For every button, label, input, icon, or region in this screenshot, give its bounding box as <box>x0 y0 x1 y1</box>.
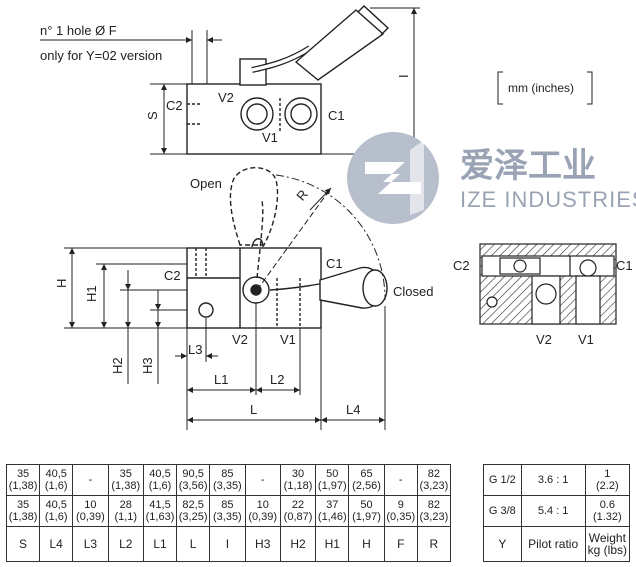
dim-i-label: I <box>396 74 411 78</box>
front-port-v1: V1 <box>280 332 296 347</box>
table-cell: 10(0,39) <box>244 495 281 527</box>
table-cell: 41,5(1,63) <box>142 495 178 527</box>
front-port-c1: C1 <box>326 256 343 271</box>
section-port-v1: V1 <box>578 332 594 347</box>
table-cell-pilot: 5.4 : 1 <box>520 495 586 527</box>
table-cell: 40,5(1,6) <box>39 495 74 527</box>
units-note: mm (inches) <box>508 81 574 95</box>
table-header: F <box>383 526 418 562</box>
technical-drawing: n° 1 hole Ø F only for Y=02 version S C2… <box>40 5 636 430</box>
table-header: H3 <box>244 526 281 562</box>
table-header: L1 <box>142 526 178 562</box>
front-view <box>186 166 388 329</box>
table-cell-weight: 0.6(1.32) <box>584 495 631 527</box>
table-header: I <box>209 526 246 562</box>
dim-l1-label: L1 <box>214 372 228 387</box>
table-cell-y: G 3/8 <box>483 495 522 527</box>
dim-h1-label: H1 <box>84 285 99 302</box>
top-port-c1: C1 <box>328 108 345 123</box>
table-cell: 40,5(1,6) <box>142 464 178 496</box>
table-row: 35(1,38)40,5(1,6)10(0,39)28(1,1)41,5(1,6… <box>5 495 631 527</box>
table-header: L <box>176 526 211 562</box>
dim-l4-label: L4 <box>346 402 360 417</box>
table-cell: 90,5(3,56) <box>176 464 211 496</box>
table-header: S <box>5 526 41 562</box>
hole-note-line1: n° 1 hole Ø F <box>40 23 117 38</box>
dim-l-label: L <box>250 402 257 417</box>
table-header: R <box>416 526 451 562</box>
table-cell: 82(3,23) <box>416 495 451 527</box>
table-cell: 22(0,87) <box>279 495 317 527</box>
table-cell-pilot: 3.6 : 1 <box>520 464 586 496</box>
section-port-v2: V2 <box>536 332 552 347</box>
table-cell: - <box>72 464 109 496</box>
table-cell: 40,5(1,6) <box>39 464 74 496</box>
dim-l2-label: L2 <box>270 372 284 387</box>
table-cell-y: G 1/2 <box>483 464 522 496</box>
table-cell: 35(1,38) <box>5 464 41 496</box>
table-header-y: Y <box>483 526 522 562</box>
table-header: H <box>348 526 385 562</box>
section-port-c2: C2 <box>453 258 470 273</box>
section-view <box>479 243 617 325</box>
dim-l3-label: L3 <box>188 342 202 357</box>
table-cell: 30(1,18) <box>279 464 317 496</box>
logo-chinese: 爱泽工业 <box>460 146 596 186</box>
spec-table: 35(1,38)40,5(1,6)-35(1,38)40,5(1,6)90,5(… <box>5 464 631 562</box>
front-port-v2: V2 <box>232 332 248 347</box>
table-cell: 85(3,35) <box>209 495 246 527</box>
table-header: H1 <box>315 526 350 562</box>
radius-label: R <box>293 187 311 204</box>
table-row: 35(1,38)40,5(1,6)-35(1,38)40,5(1,6)90,5(… <box>5 464 631 496</box>
table-cell: 50(1,97) <box>348 495 385 527</box>
table-cell: 85(3,35) <box>209 464 246 496</box>
top-port-v1: V1 <box>262 130 278 145</box>
table-cell: - <box>244 464 281 496</box>
top-port-v2: V2 <box>218 90 234 105</box>
table-cell: 35(1,38) <box>107 464 144 496</box>
top-port-c2: C2 <box>166 98 183 113</box>
dim-h-label: H <box>54 279 69 288</box>
table-header: L4 <box>39 526 74 562</box>
table-cell: 35(1,38) <box>5 495 41 527</box>
dim-h2-label: H2 <box>110 357 125 374</box>
open-label: Open <box>190 176 222 191</box>
section-port-c1: C1 <box>616 258 633 273</box>
table-header-pilot: Pilot ratio <box>520 526 586 562</box>
table-header: L3 <box>72 526 109 562</box>
table-cell: 65(2,56) <box>348 464 385 496</box>
table-cell: 50(1,97) <box>315 464 350 496</box>
front-port-c2: C2 <box>164 268 181 283</box>
table-cell-weight: 1(2.2) <box>584 464 631 496</box>
table-cell: 82(3,23) <box>416 464 451 496</box>
logo-english: IZE INDUSTRIES <box>460 187 636 212</box>
dim-s-label: S <box>145 111 160 120</box>
table-cell: - <box>383 464 418 496</box>
dim-h3-label: H3 <box>140 357 155 374</box>
table-cell: 28(1,1) <box>107 495 144 527</box>
hole-note-line2: only for Y=02 version <box>40 48 162 63</box>
table-header: L2 <box>107 526 144 562</box>
table-cell: 82,5(3,25) <box>176 495 211 527</box>
table-cell: 37(1,46) <box>315 495 350 527</box>
table-gap <box>449 495 485 527</box>
table-gap <box>449 464 485 496</box>
top-view <box>186 5 390 155</box>
table-header: H2 <box>279 526 317 562</box>
table-cell: 9(0,35) <box>383 495 418 527</box>
table-gap <box>449 526 485 562</box>
closed-label: Closed <box>393 284 433 299</box>
company-logo <box>347 132 439 224</box>
table-cell: 10(0,39) <box>72 495 109 527</box>
